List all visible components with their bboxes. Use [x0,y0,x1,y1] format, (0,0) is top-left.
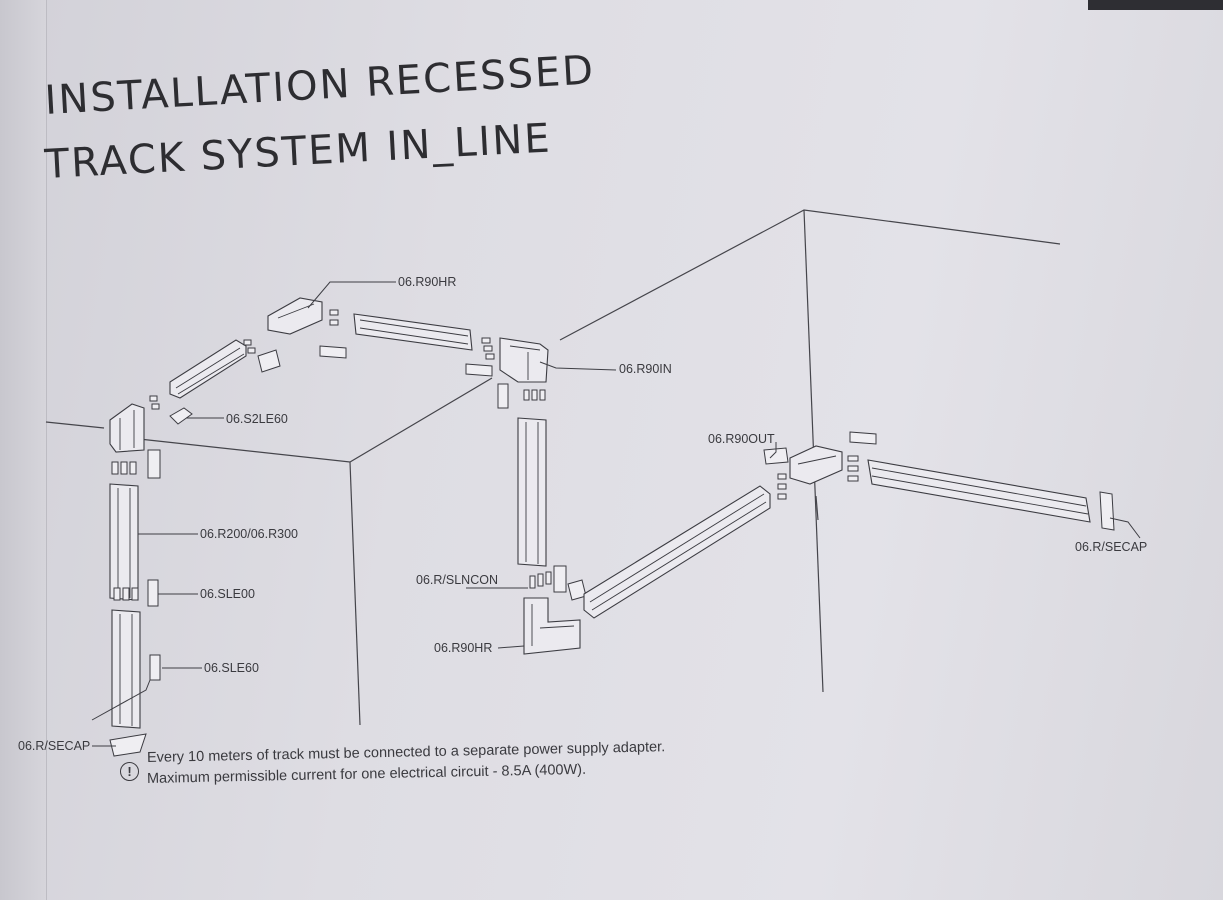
label-s2le60: 06.S2LE60 [226,412,288,426]
top-ceiling-track [319,313,549,409]
label-sle00: 06.SLE00 [200,587,255,601]
label-r90hr-top: 06.R90HR [398,275,456,289]
adjacent-page-corner [1088,0,1223,10]
diagonal-track [583,431,877,619]
label-sle60: 06.SLE60 [204,661,259,675]
label-r90in: 06.R90IN [619,362,672,376]
right-horizontal-track [109,459,1115,757]
label-r90out: 06.R90OUT [708,432,775,446]
room-outline [45,209,1061,726]
label-secap-right: 06.R/SECAP [1075,540,1147,554]
warning-circle-icon: ! [120,762,139,781]
label-secap-left: 06.R/SECAP [18,739,90,753]
left-vertical-track [109,449,161,729]
label-slncon: 06.R/SLNCON [416,573,498,587]
label-r200-r300: 06.R200/06.R300 [200,527,298,541]
page-binding-edge [0,0,47,900]
top-left-corner-assembly [109,297,339,453]
middle-vertical-track [517,417,587,655]
label-r90hr-bottom: 06.R90HR [434,641,492,655]
callout-leaders [91,281,1141,747]
